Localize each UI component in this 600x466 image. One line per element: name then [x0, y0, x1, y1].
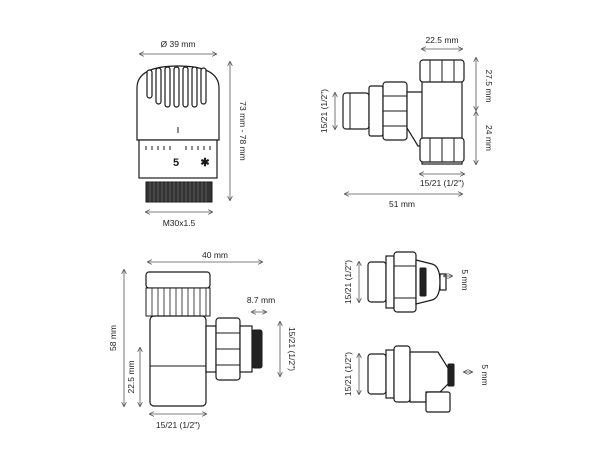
straight-length-label: 51 mm [389, 199, 415, 209]
straight-outlet-thread-label: 15/21 (1/2") [420, 178, 464, 188]
lockshield-angle-cap-label: 5 mm [480, 364, 490, 385]
scale-ticks [145, 146, 211, 150]
angle-bottom-thread-label: 15/21 (1/2") [156, 420, 200, 430]
head-grip-ridges [146, 66, 207, 108]
lockshield-straight-thread-label: 15/21 (1/2") [343, 260, 353, 304]
angle-side-thread-label: 15/21 (1/2") [287, 327, 297, 371]
head-height-label: 73 mm - 78 mm [238, 101, 248, 161]
lockshield-angle-thread-label: 15/21 (1/2") [343, 352, 353, 396]
knurled-nut [145, 181, 213, 203]
lockshield-straight-cap-label: 5 mm [460, 269, 470, 290]
straight-bottom-height-label: 24 mm [484, 125, 494, 151]
angle-width-label: 40 mm [202, 250, 228, 260]
angle-knurled-nut [145, 287, 211, 317]
angle-lower-height-label: 22.5 mm [126, 360, 136, 393]
head-thread-label: M30x1.5 [163, 218, 196, 228]
frost-symbol: ✱ [200, 157, 209, 169]
straight-valve: 22.5 mm 27.5 mm 24 mm 15/21 (1/2") 15/21… [319, 35, 494, 209]
lockshield-angle: 15/21 (1/2") 5 mm [343, 345, 490, 413]
head-diameter-label: Ø 39 mm [161, 39, 196, 49]
angle-height-label: 58 mm [108, 325, 118, 351]
thermostatic-head: 5 ✱ Ø 39 mm 73 mm - 78 mm M30x1.5 [136, 39, 248, 228]
angle-valve: 40 mm 58 mm 22.5 mm 8.7 mm 15/21 (1/2") … [108, 250, 297, 430]
lockshield-straight: 15/21 (1/2") 5 mm [343, 251, 470, 313]
straight-top-height-label: 27.5 mm [484, 69, 494, 102]
angle-tail-length-label: 8.7 mm [247, 295, 275, 305]
straight-inlet-thread-label: 15/21 (1/2") [319, 89, 329, 133]
scale-number: 5 [173, 157, 179, 169]
straight-width-label: 22.5 mm [425, 35, 458, 45]
